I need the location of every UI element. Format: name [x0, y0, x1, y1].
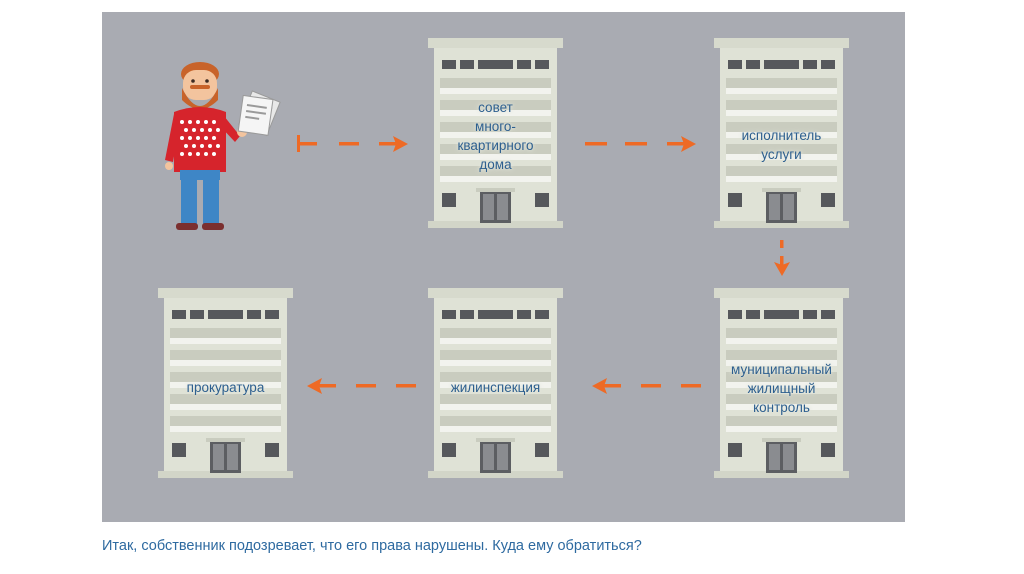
node-label-council: совет много- квартирного дома: [457, 100, 534, 172]
node-label-contractor: исполнитель услуги: [741, 128, 822, 162]
building-prosecutor: прокуратура: [158, 288, 293, 478]
node-label-inspection: жилинспекция: [450, 380, 541, 395]
building-contractor: исполнитель услуги: [714, 38, 849, 228]
owner-figure-icon: [165, 62, 281, 230]
arrow-owner-to-council: [297, 135, 408, 152]
arrow-municipal-to-inspection: [592, 378, 701, 394]
building-inspection: жилинспекция: [428, 288, 563, 478]
arrow-contractor-to-municipal: [774, 240, 790, 276]
arrow-council-to-contractor: [585, 136, 696, 152]
node-label-municipal: муниципальный жилищный контроль: [731, 362, 832, 415]
node-label-prosecutor: прокуратура: [186, 380, 265, 395]
building-council: совет много- квартирного дома: [428, 38, 563, 228]
arrow-inspection-to-prosecutor: [307, 378, 416, 394]
caption: Итак, собственник подозревает, что его п…: [102, 538, 642, 554]
building-municipal: муниципальный жилищный контроль: [714, 288, 849, 478]
